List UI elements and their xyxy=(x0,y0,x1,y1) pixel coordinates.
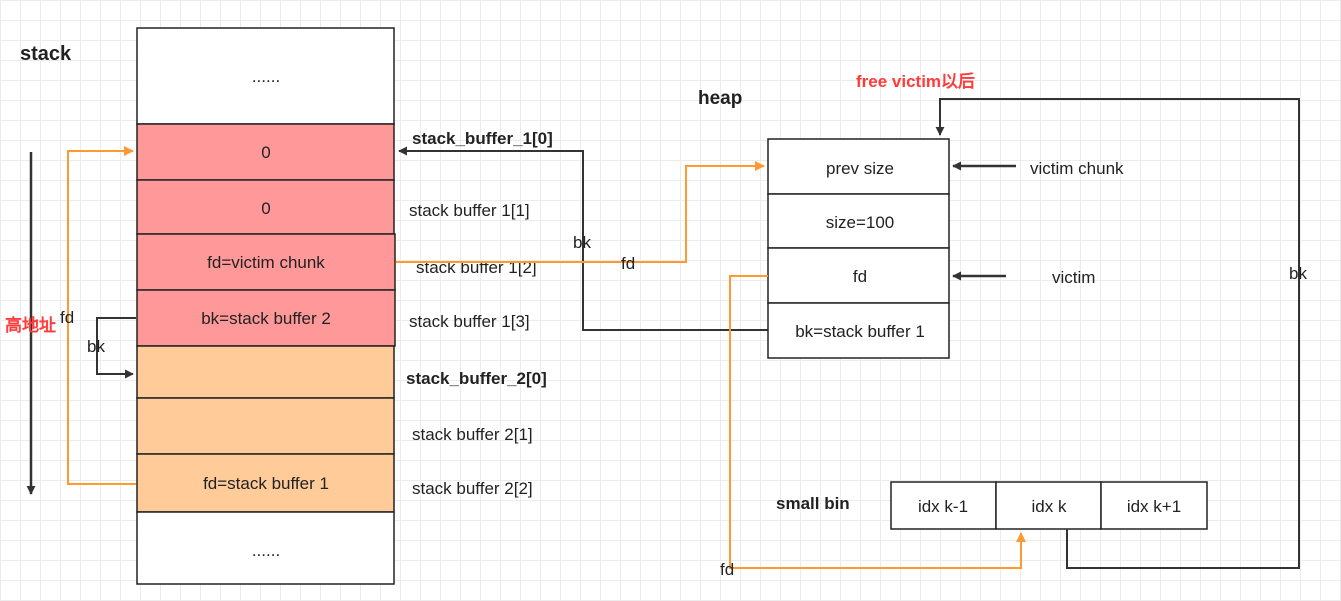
fd-label-bottom: fd xyxy=(720,560,734,579)
stack-column: ...... 0 0 fd=victim chunk bk=stack buff… xyxy=(136,27,396,585)
fd-label-stack-left: fd xyxy=(60,308,74,327)
stack-top-ellipsis: ...... xyxy=(252,67,280,86)
heap-cell-prev-size xyxy=(767,138,950,195)
bk-arrow-bin-to-heap xyxy=(935,98,1300,569)
fd-arrow-heap-to-bin xyxy=(729,275,1026,569)
bk-label-stack-left: bk xyxy=(87,337,105,356)
stack-label-buffer1-1: stack buffer 1[1] xyxy=(409,201,530,220)
small-bin-cell-k xyxy=(995,481,1102,530)
stack-cell-buffer1-0 xyxy=(136,123,395,181)
small-bin-cell-text: idx k+1 xyxy=(1127,497,1181,516)
heap-cell-fd xyxy=(767,247,950,304)
fd-arrow-stack-left xyxy=(67,146,136,485)
stack-cell-text: fd=stack buffer 1 xyxy=(203,474,329,493)
stack-cell-buffer2-0 xyxy=(136,345,395,399)
heap-cell-bk xyxy=(767,302,950,359)
stack-cell-buffer1-1 xyxy=(136,179,395,235)
stack-cell-text: fd=victim chunk xyxy=(207,253,325,272)
stack-cell-bottom-ellipsis xyxy=(136,511,395,585)
fd-arrow-stack-to-heap xyxy=(396,161,765,263)
fd-label-center: fd xyxy=(621,254,635,273)
bk-label-center: bk xyxy=(573,233,591,252)
stack-label-buffer1-0: stack_buffer_1[0] xyxy=(412,129,553,148)
stack-title: stack xyxy=(20,43,72,65)
stack-bottom-ellipsis: ...... xyxy=(252,541,280,560)
heap-cell-text: size=100 xyxy=(826,213,895,232)
victim-chunk-label: victim chunk xyxy=(1030,159,1124,178)
stack-cell-buffer2-1 xyxy=(136,397,395,455)
heap-cell-text: prev size xyxy=(826,159,894,178)
stack-cell-top-ellipsis xyxy=(136,27,395,125)
heap-cell-text: bk=stack buffer 1 xyxy=(795,322,925,341)
stack-label-buffer1-2: stack buffer 1[2] xyxy=(416,258,537,277)
small-bin-cell-text: idx k-1 xyxy=(918,497,968,516)
stack-cell-text: bk=stack buffer 2 xyxy=(201,309,331,328)
heap-chunk: prev size size=100 fd bk=stack buffer 1 xyxy=(767,138,950,359)
stack-cell-buffer1-2 xyxy=(136,233,396,291)
stack-cell-text: 0 xyxy=(261,199,270,218)
stack-label-buffer2-1: stack buffer 2[1] xyxy=(412,425,533,444)
small-bin-cell-k-plus-1 xyxy=(1100,481,1208,530)
victim-label: victim xyxy=(1052,268,1095,287)
bk-label-right: bk xyxy=(1289,264,1307,283)
high-address-label: 高地址 xyxy=(5,315,56,335)
small-bin-cell-text: idx k xyxy=(1032,497,1067,516)
heap-cell-text: fd xyxy=(853,267,867,286)
stack-label-buffer2-2: stack buffer 2[2] xyxy=(412,479,533,498)
small-bin-title: small bin xyxy=(776,494,850,513)
stack-cell-buffer2-2 xyxy=(136,453,395,513)
heap-annotation: free victim以后 xyxy=(856,72,975,91)
bk-arrow-heap-to-stack xyxy=(398,146,768,331)
stack-label-buffer1-3: stack buffer 1[3] xyxy=(409,312,530,331)
heap-cell-size xyxy=(767,193,950,249)
heap-title: heap xyxy=(698,88,742,109)
small-bin: idx k-1 idx k idx k+1 xyxy=(890,481,1208,530)
bk-arrow-stack-left xyxy=(96,317,136,379)
stack-label-buffer2-0: stack_buffer_2[0] xyxy=(406,369,547,388)
stack-cell-text: 0 xyxy=(261,143,270,162)
